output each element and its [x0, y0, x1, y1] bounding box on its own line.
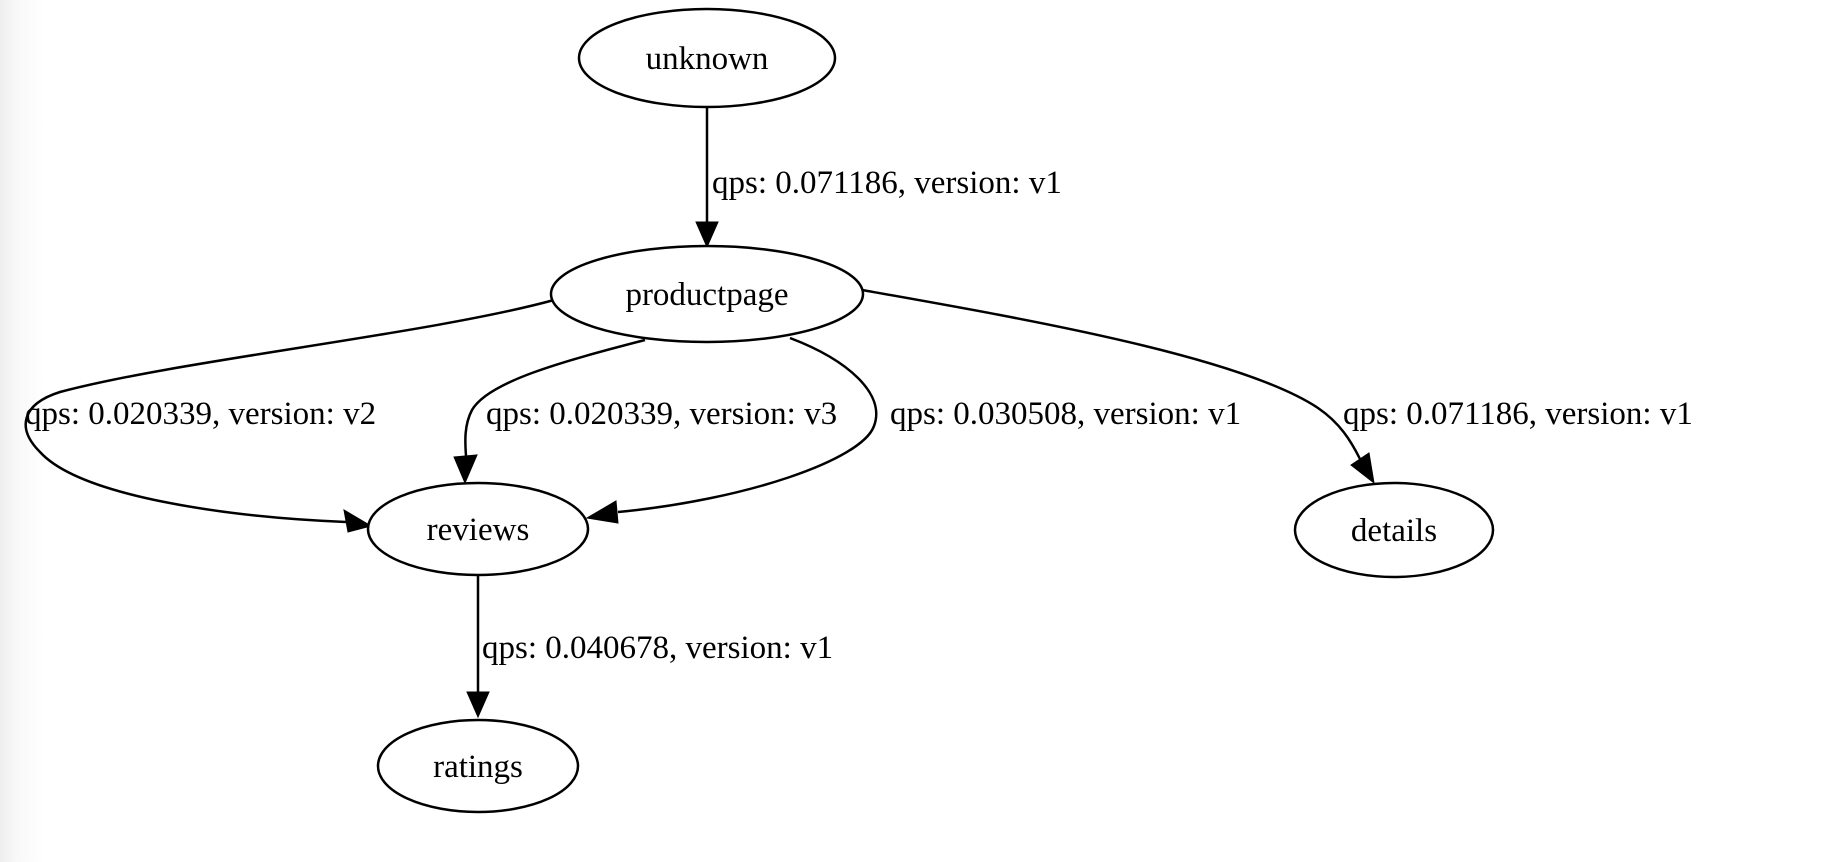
edge-label-productpage-reviews-v3: qps: 0.020339, version: v3 — [486, 396, 837, 432]
edge-label-productpage-details: qps: 0.071186, version: v1 — [1343, 396, 1693, 432]
node-label-ratings: ratings — [433, 749, 523, 785]
edge-label-reviews-ratings: qps: 0.040678, version: v1 — [482, 630, 833, 666]
node-ellipse-ratings — [376, 718, 580, 814]
arrowhead-icon — [466, 691, 490, 719]
node-ellipse-unknown — [577, 7, 837, 109]
edge-productpage-details — [861, 288, 1362, 460]
node-ellipse-details — [1293, 481, 1495, 579]
edge-productpage-reviews-v1 — [617, 336, 878, 514]
arrowhead-icon — [343, 509, 373, 533]
arrowhead-icon — [585, 500, 619, 524]
node-group: unknown productpage reviews details rati… — [366, 7, 1495, 814]
arrowhead-icon — [453, 454, 478, 485]
node-label-details: details — [1351, 513, 1437, 549]
node-ellipse-productpage — [549, 244, 865, 344]
edge-label-unknown-productpage: qps: 0.071186, version: v1 — [712, 165, 1062, 201]
edge-group — [24, 107, 1375, 719]
edge-productpage-reviews-v2 — [24, 298, 555, 524]
node-label-reviews: reviews — [427, 512, 530, 548]
edge-productpage-reviews-v3 — [464, 338, 646, 457]
node-label-productpage: productpage — [625, 277, 788, 313]
arrowhead-icon — [1350, 452, 1375, 485]
edge-label-group: qps: 0.071186, version: v1 qps: 0.020339… — [25, 165, 1693, 666]
edge-label-productpage-reviews-v1: qps: 0.030508, version: v1 — [890, 396, 1241, 432]
arrowhead-icon — [695, 221, 719, 249]
node-ellipse-reviews — [366, 481, 590, 577]
edge-label-productpage-reviews-v2: qps: 0.020339, version: v2 — [25, 396, 376, 432]
node-label-unknown: unknown — [646, 41, 769, 77]
